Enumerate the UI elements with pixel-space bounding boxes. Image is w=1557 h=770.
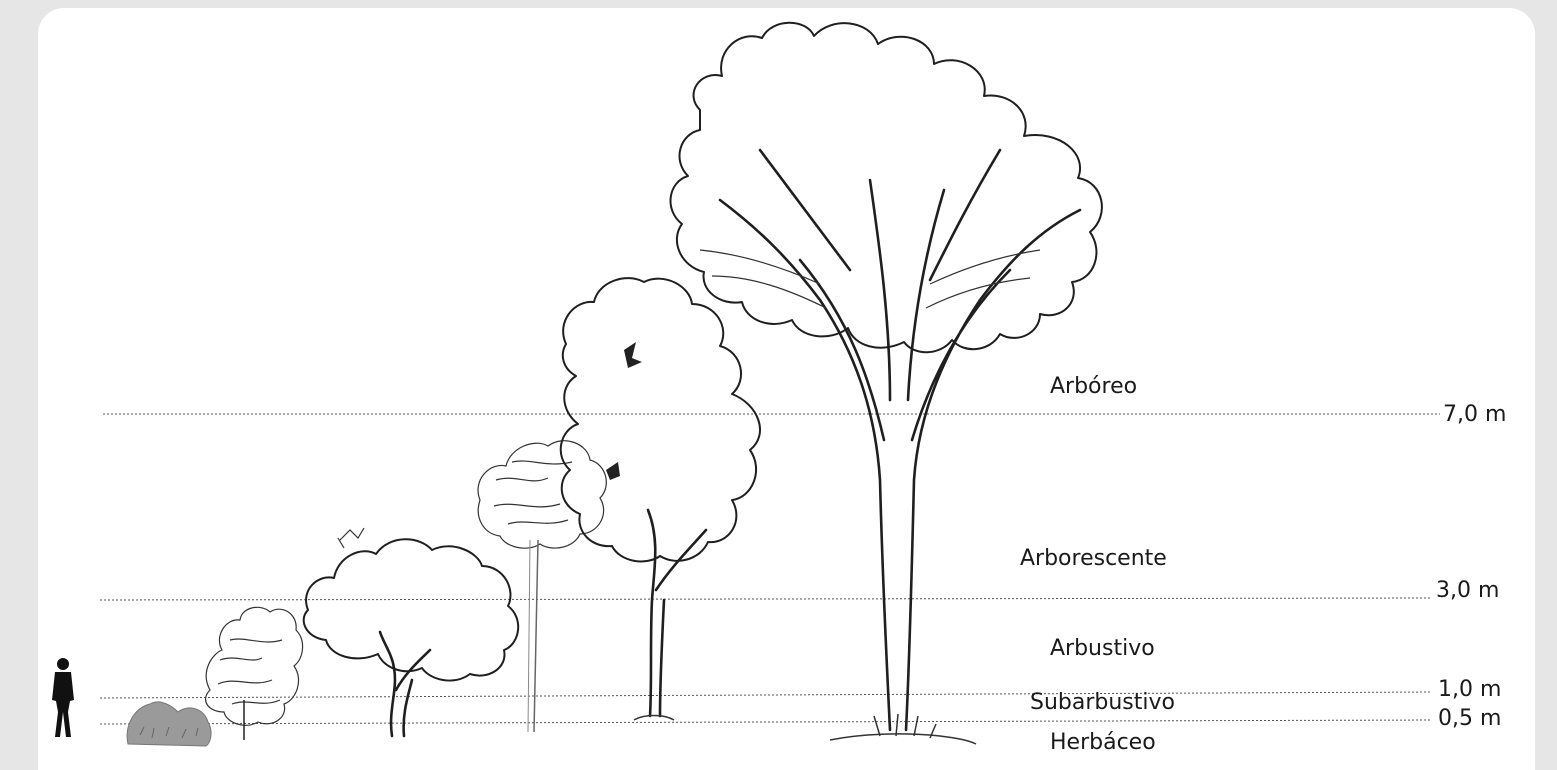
label-arbustivo: Arbustivo — [1050, 636, 1155, 661]
large-tree — [671, 23, 1102, 744]
height-mark-3m: 3,0 m — [1436, 578, 1499, 603]
shrub-plant — [304, 528, 518, 736]
line-1m — [100, 692, 1432, 698]
small-tree — [478, 441, 606, 732]
subshrub-plant — [206, 607, 303, 740]
height-mark-05m: 0,5 m — [1438, 706, 1501, 731]
height-mark-7m: 7,0 m — [1443, 402, 1506, 427]
medium-tree — [561, 278, 760, 720]
line-05m — [100, 720, 1432, 724]
label-arboreo: Arbóreo — [1050, 374, 1137, 399]
label-herbaceo: Herbáceo — [1050, 730, 1156, 755]
herbaceous-plant — [127, 702, 211, 746]
label-subarbustivo: Subarbustivo — [1030, 690, 1175, 715]
human-silhouette — [52, 658, 74, 737]
line-3m — [100, 598, 1430, 600]
label-arborescente: Arborescente — [1020, 546, 1167, 571]
height-mark-1m: 1,0 m — [1438, 677, 1501, 702]
